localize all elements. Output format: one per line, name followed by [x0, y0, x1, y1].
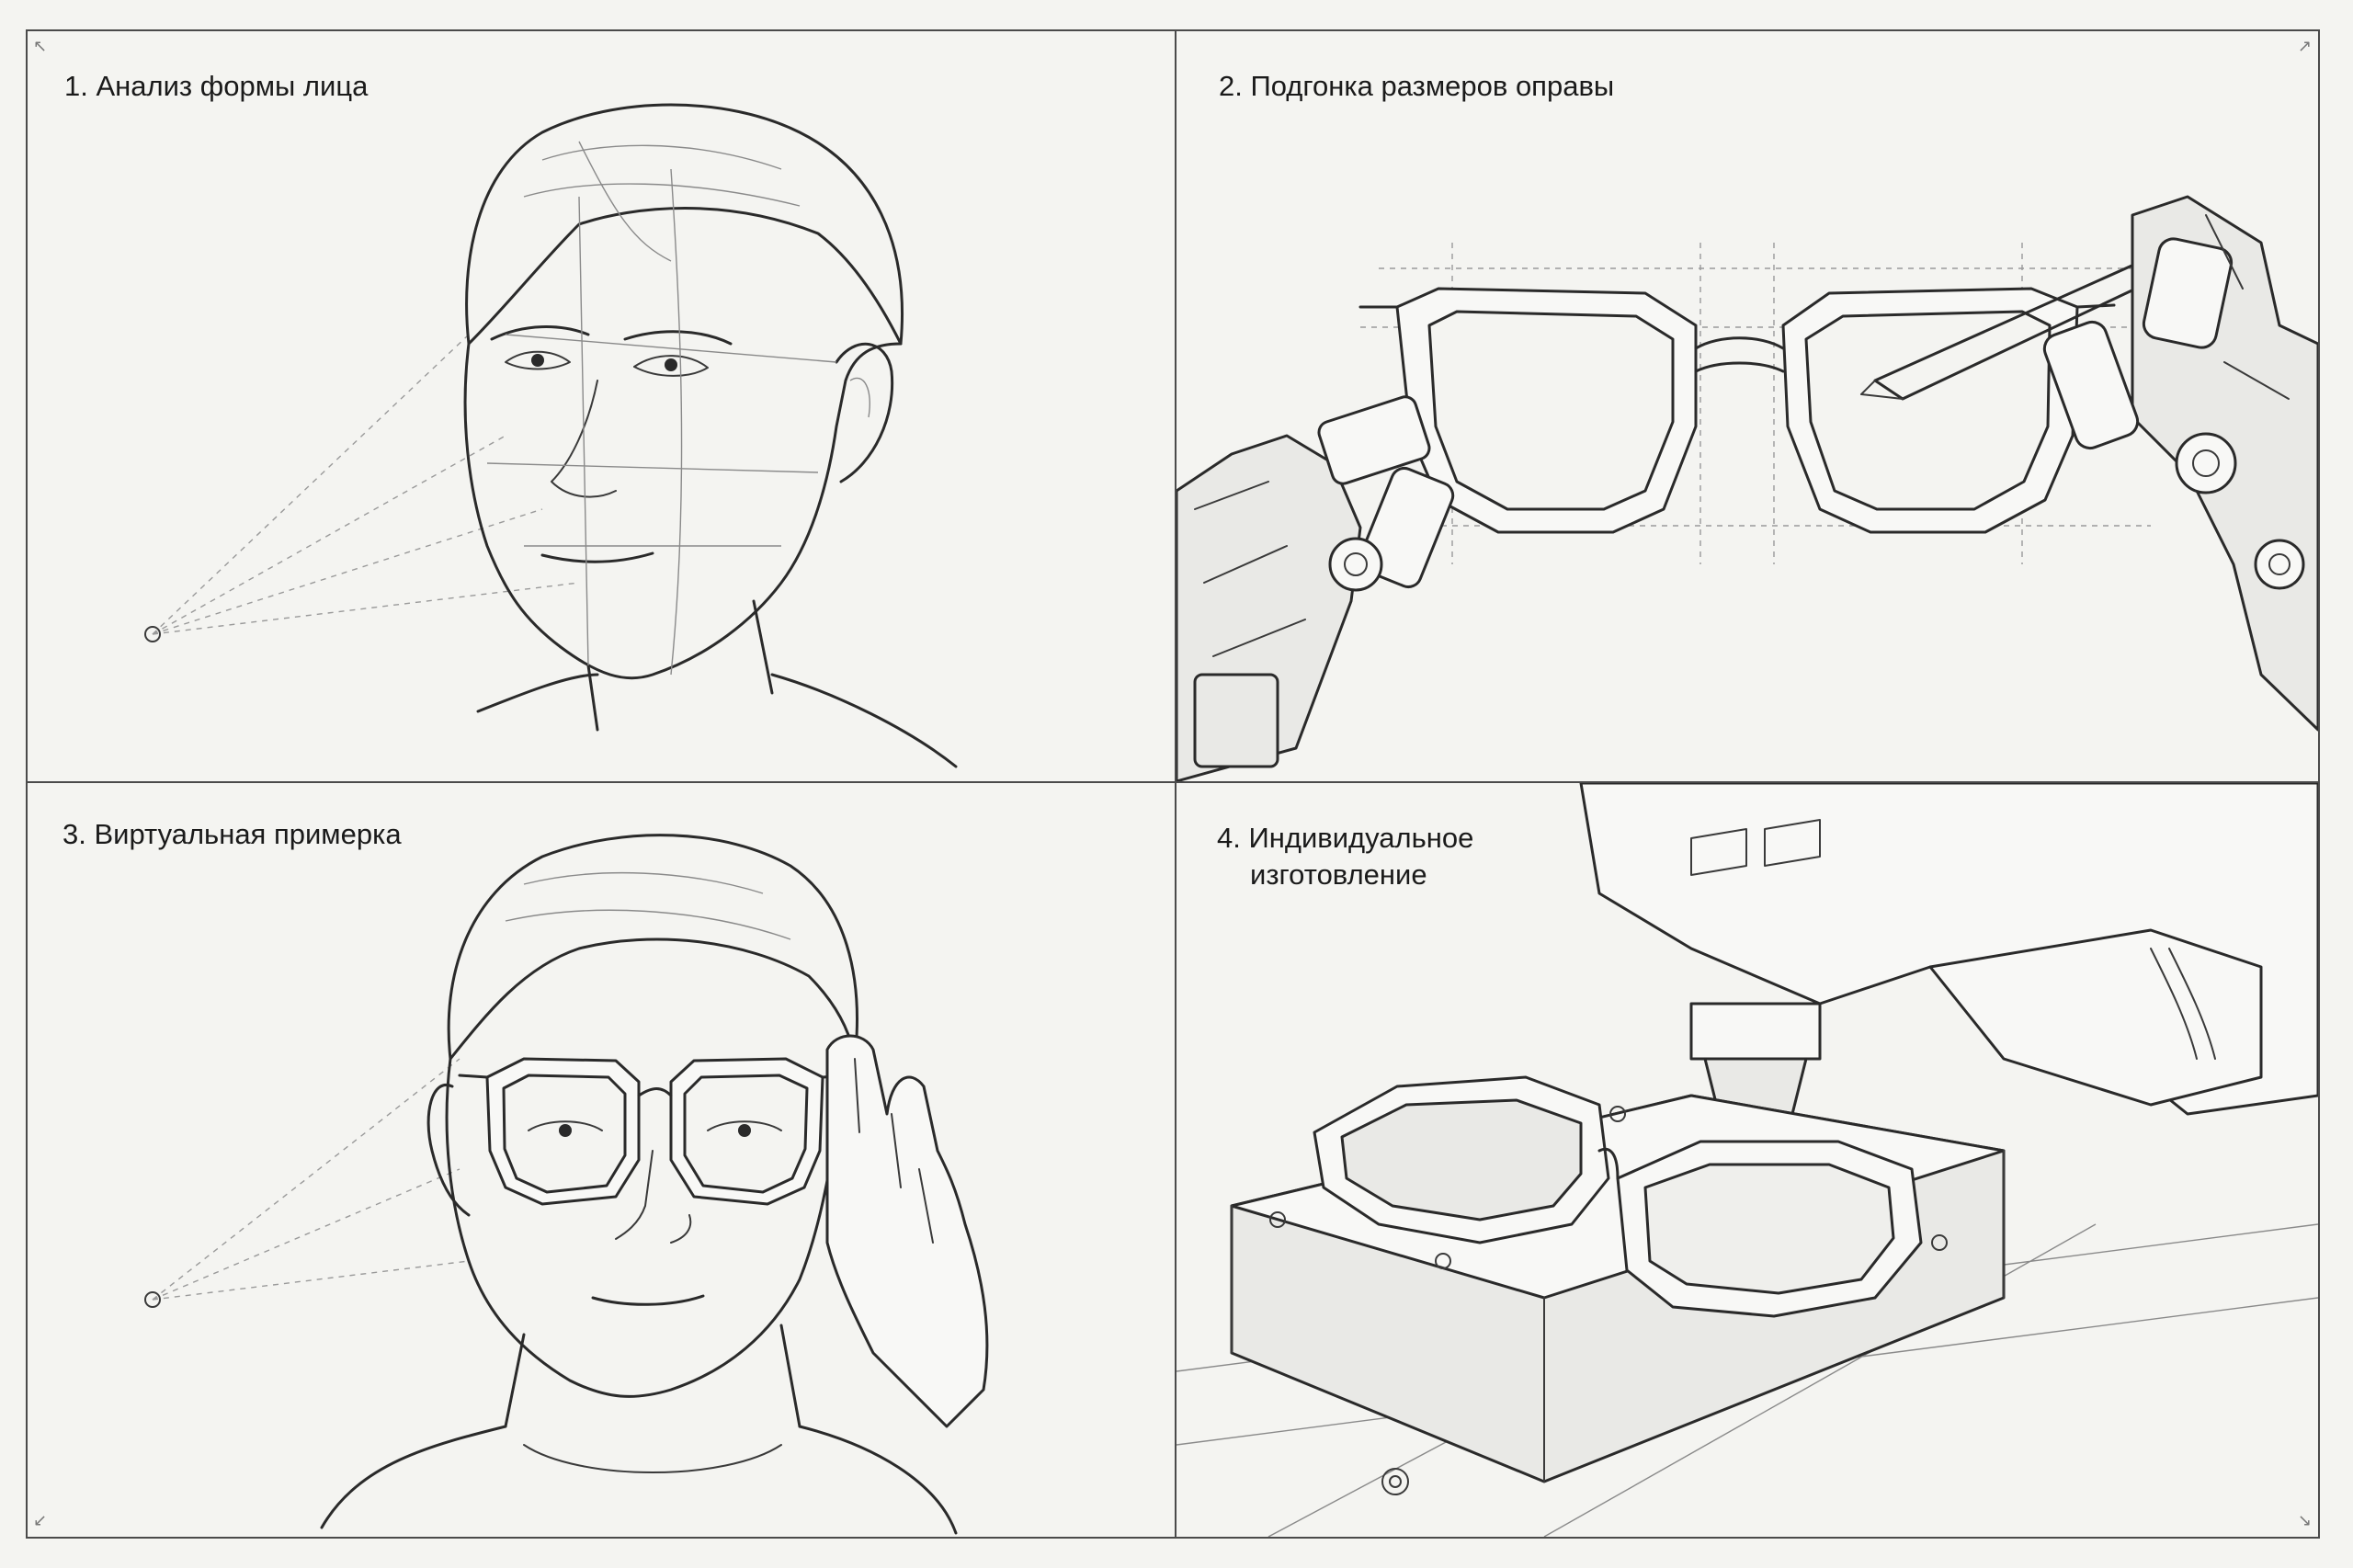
manufacturing-illustration	[1176, 783, 2318, 1537]
sight-lines	[152, 1058, 470, 1301]
panel-caption: 1. Анализ формы лица	[64, 70, 369, 102]
panel-caption: 4. Индивидуальное изготовление	[1217, 822, 1474, 891]
sight-lines	[152, 334, 580, 635]
glasses-on-face	[458, 1057, 852, 1206]
mouth	[540, 551, 654, 563]
ear	[835, 342, 894, 483]
corner-mark-icon: ↗	[2298, 37, 2313, 55]
vertical-divider	[1175, 29, 1176, 1539]
robot-hand-left	[1176, 395, 1455, 781]
outer-frame	[26, 29, 2320, 1539]
robot-hand-right	[1860, 195, 2318, 732]
carved-frame	[1313, 1075, 1923, 1318]
face-analysis-illustration	[144, 103, 958, 768]
washer-icon	[1381, 1468, 1409, 1495]
frame-fitting-illustration	[1176, 195, 2318, 781]
corner-mark-icon: ↙	[33, 1511, 48, 1529]
shoulders	[476, 673, 958, 768]
shoulders	[320, 1425, 958, 1535]
head-outline	[463, 342, 903, 680]
nose	[615, 1150, 692, 1244]
hand-adjusting-glasses	[825, 1034, 989, 1428]
panel-manufacturing: 4. Индивидуальное изготовление	[1176, 783, 2318, 1537]
panel-frame-fitting: 2. Подгонка размеров оправы	[1176, 31, 2318, 781]
cnc-machine	[1579, 783, 2318, 1208]
pupil	[665, 358, 677, 371]
mouth	[591, 1294, 705, 1306]
corner-mark-icon: ↖	[33, 37, 48, 55]
panel-caption: 2. Подгонка размеров оправы	[1219, 70, 1615, 102]
panel-caption: 3. Виртуальная примерка	[63, 818, 402, 850]
horizontal-divider	[26, 781, 2320, 783]
eye-right	[633, 355, 709, 377]
virtual-tryon-illustration	[144, 834, 989, 1535]
eye-left	[505, 350, 571, 370]
panel-virtual-tryon: 3. Виртуальная примерка	[28, 783, 1175, 1537]
hair	[465, 103, 904, 346]
viewpoint-icon	[144, 1291, 161, 1308]
pupil	[531, 354, 544, 367]
viewpoint-icon	[144, 626, 161, 642]
corner-mark-icon: ↘	[2298, 1511, 2313, 1529]
panel-face-analysis: 1. Анализ формы лица	[28, 31, 1175, 781]
hair	[447, 834, 858, 1061]
nose	[551, 380, 617, 498]
glasses-frame	[1358, 287, 2116, 534]
construction-lines	[486, 168, 837, 676]
